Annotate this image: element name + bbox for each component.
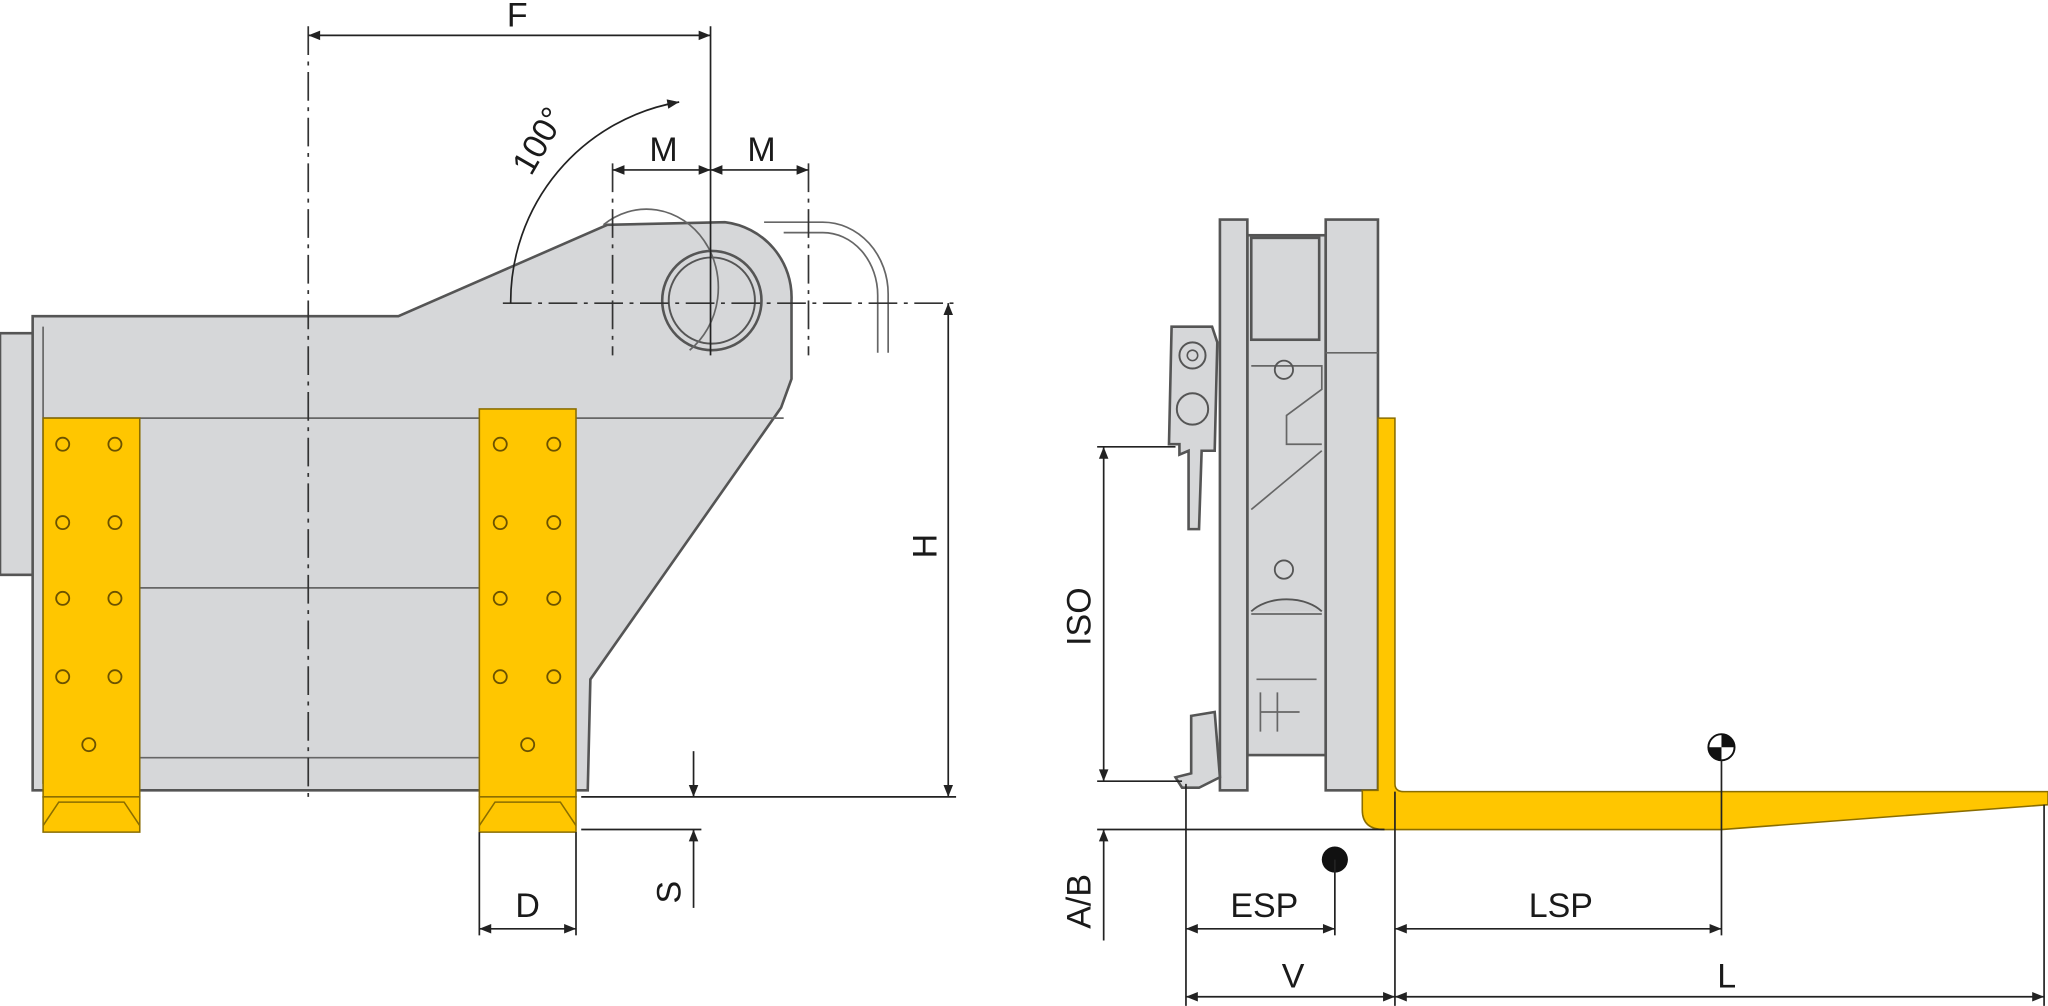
lower-hook: [1173, 710, 1222, 790]
label-LSP: LSP: [1529, 887, 1593, 925]
label-M-right: M: [747, 131, 775, 169]
label-L: L: [1717, 958, 1736, 996]
upper-hook: [1167, 325, 1219, 531]
load-center-of-gravity-icon: [1707, 733, 1736, 762]
coupler-front-view: F 100° M M H S D: [0, 0, 960, 936]
label-H: H: [906, 534, 944, 559]
label-ISO: ISO: [1061, 587, 1099, 645]
fork-side-view: ISO A/B ESP LSP V L: [1061, 218, 2048, 1006]
carriage-plate-front: [1324, 218, 1380, 792]
wear-plate-right: [478, 408, 577, 833]
label-F: F: [507, 0, 528, 34]
label-ESP: ESP: [1230, 887, 1298, 925]
label-D: D: [515, 887, 540, 925]
ghost-hook-right: [764, 221, 890, 353]
label-angle: 100°: [505, 101, 573, 181]
fork: [1361, 417, 2048, 831]
pin-circle: [660, 249, 763, 352]
carriage-plate-back: [1218, 218, 1249, 792]
side-plate: [0, 331, 36, 577]
wear-plate-left: [42, 417, 141, 833]
label-AB: A/B: [1061, 874, 1099, 929]
label-S: S: [650, 881, 688, 904]
label-V: V: [1282, 958, 1305, 996]
coupler-body: [31, 220, 793, 792]
rotation-angle-arc: [509, 99, 680, 304]
label-M-left: M: [649, 131, 677, 169]
